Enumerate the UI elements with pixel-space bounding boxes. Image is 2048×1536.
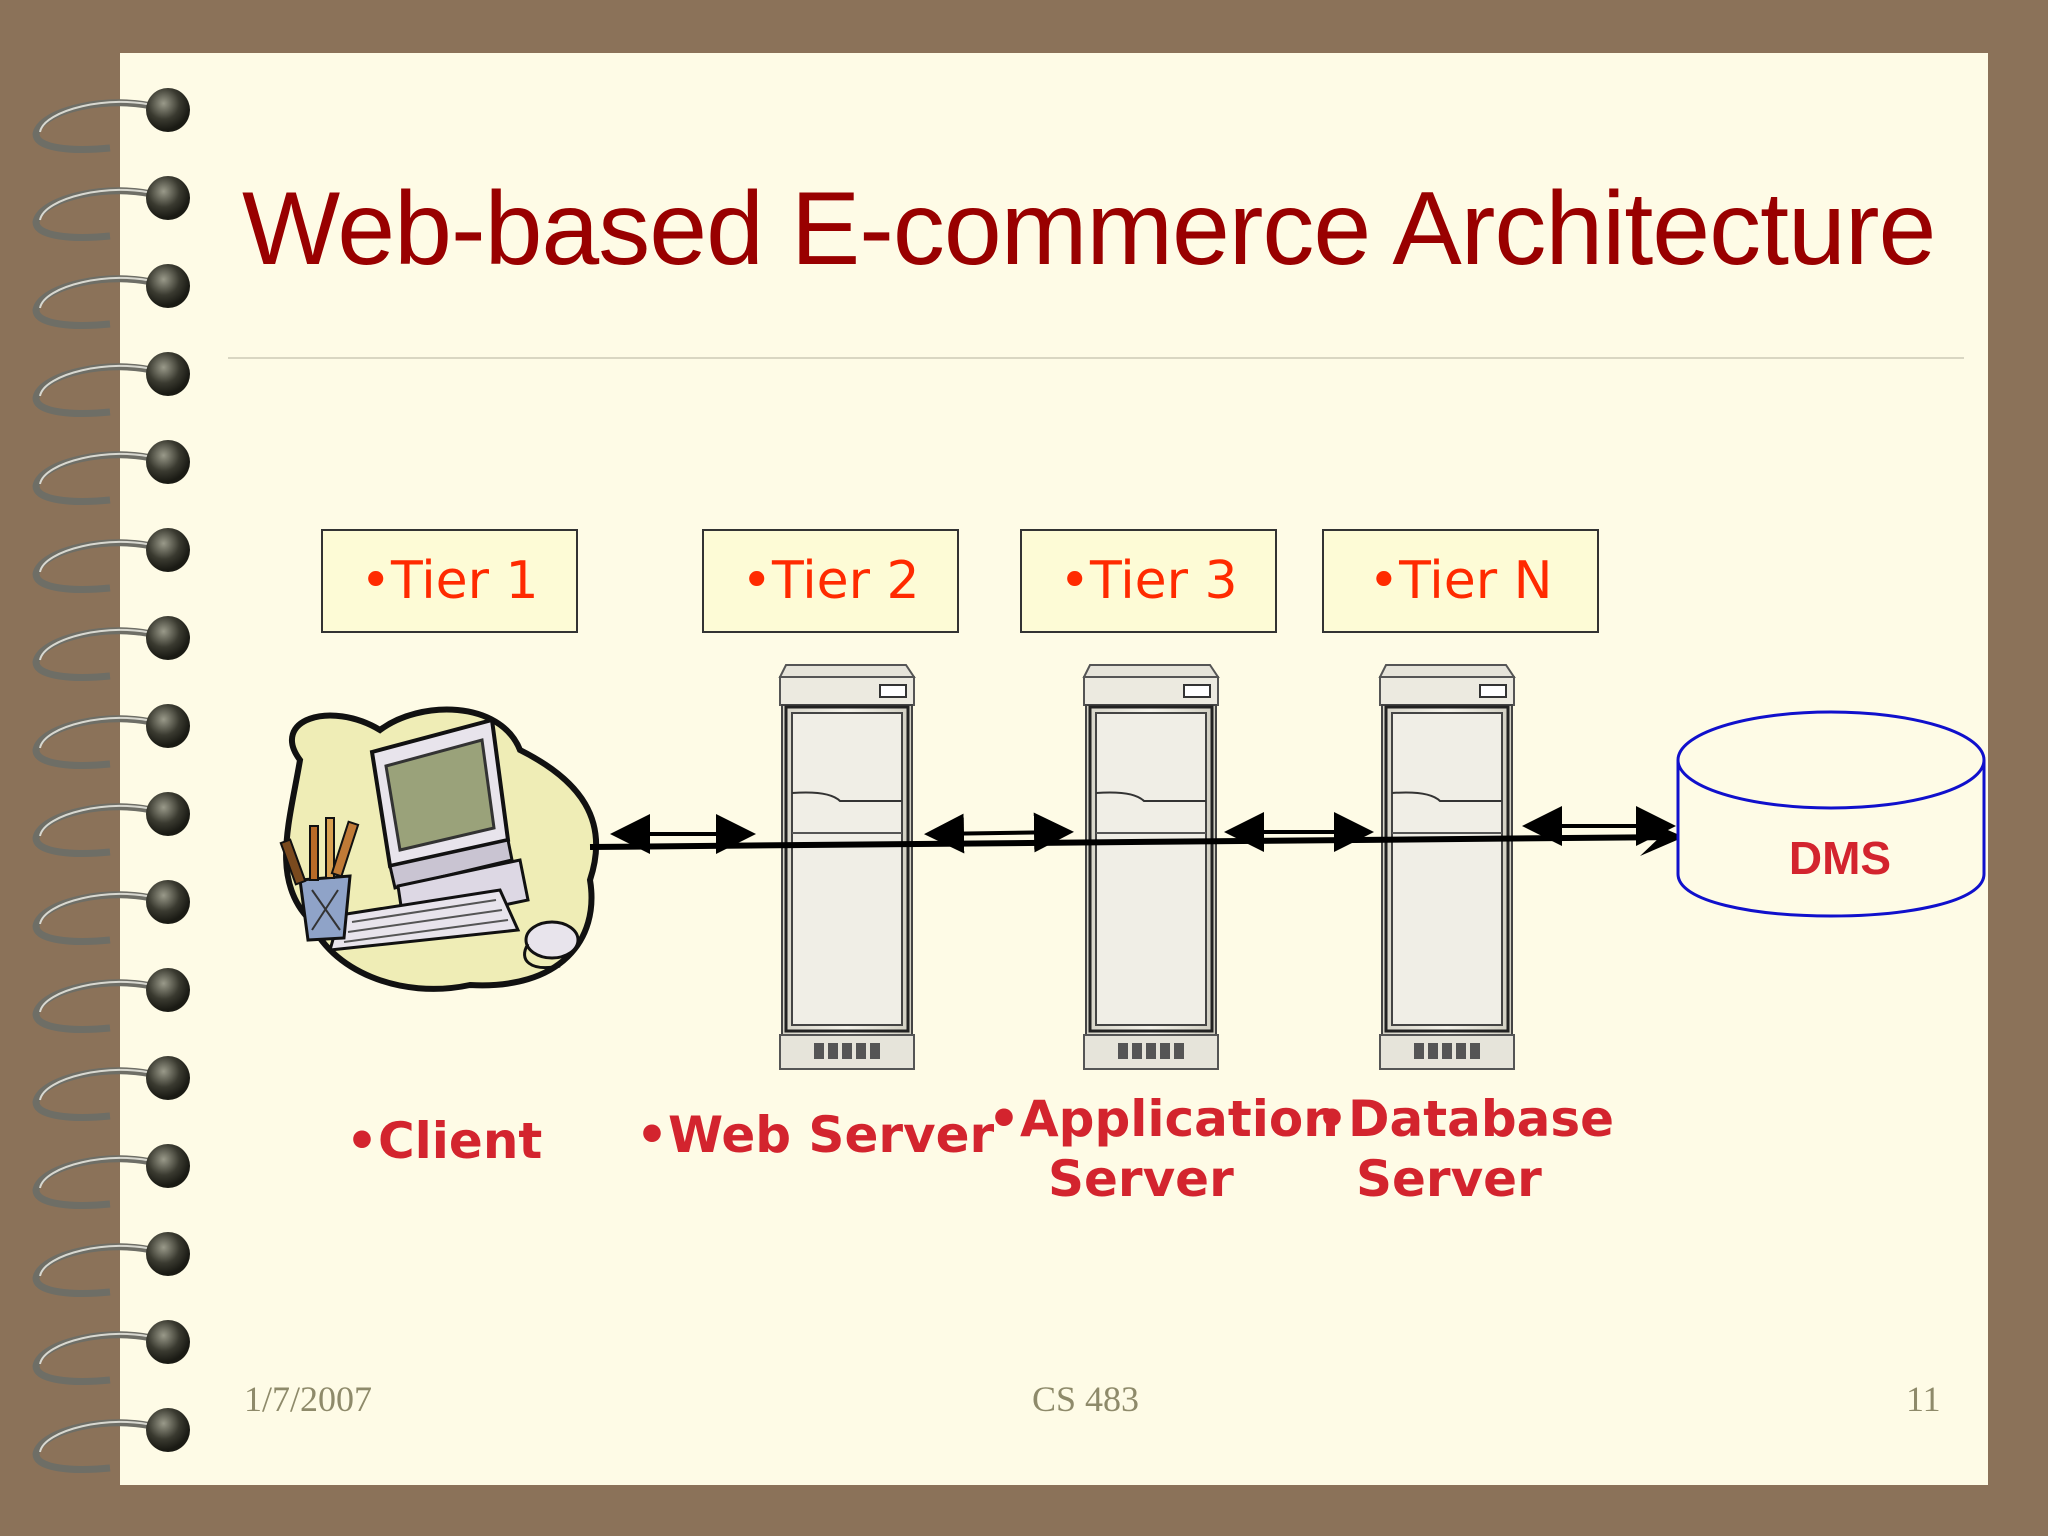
spiral-hole — [146, 1144, 190, 1188]
db-server-label-line1: •Database — [1316, 1090, 1615, 1148]
tier-1-label: •Tier 1 — [360, 551, 539, 611]
spiral-hole — [146, 264, 190, 308]
title-divider — [228, 357, 1964, 359]
tier-2-label: •Tier 2 — [741, 551, 920, 611]
slide-title: Web-based E-commerce Architecture — [242, 171, 1936, 287]
tier-3-label: •Tier 3 — [1059, 551, 1238, 611]
app-server-label-line2: Server — [1048, 1150, 1234, 1208]
tier-1-box: •Tier 1 — [321, 529, 578, 633]
spiral-hole — [146, 1232, 190, 1276]
client-computer-icon — [279, 706, 600, 992]
tier-3-box: •Tier 3 — [1020, 529, 1277, 633]
spiral-hole — [146, 352, 190, 396]
tier-n-box: •Tier N — [1322, 529, 1599, 633]
connection-line — [589, 834, 1681, 850]
web-server-tower-icon — [778, 663, 916, 1071]
app-server-tower-icon — [1082, 663, 1220, 1071]
spiral-hole — [146, 176, 190, 220]
app-server-label-line1: •Application — [988, 1090, 1339, 1148]
spiral-hole — [146, 792, 190, 836]
spiral-hole — [146, 440, 190, 484]
client-label: •Client — [346, 1112, 543, 1170]
spiral-hole — [146, 704, 190, 748]
db-server-tower-icon — [1378, 663, 1516, 1071]
footer-course: CS 483 — [1032, 1379, 1140, 1419]
spiral-hole — [146, 88, 190, 132]
tier-2-box: •Tier 2 — [702, 529, 959, 633]
bidirectional-arrows — [610, 806, 1676, 854]
spiral-hole — [146, 880, 190, 924]
db-server-label-line2: Server — [1356, 1150, 1542, 1208]
web-server-label: •Web Server — [636, 1106, 995, 1164]
spiral-hole — [146, 968, 190, 1012]
footer-date: 1/7/2007 — [244, 1379, 373, 1419]
database-cylinder-icon — [1676, 710, 1986, 918]
tier-n-label: •Tier N — [1368, 551, 1553, 611]
dms-label: DMS — [1789, 832, 1891, 884]
spiral-hole — [146, 528, 190, 572]
spiral-hole — [146, 1320, 190, 1364]
spiral-binding-icon — [32, 88, 190, 1473]
spiral-hole — [146, 1056, 190, 1100]
spiral-hole — [146, 1408, 190, 1452]
spiral-hole — [146, 616, 190, 660]
footer-page-number: 11 — [1906, 1379, 1941, 1419]
